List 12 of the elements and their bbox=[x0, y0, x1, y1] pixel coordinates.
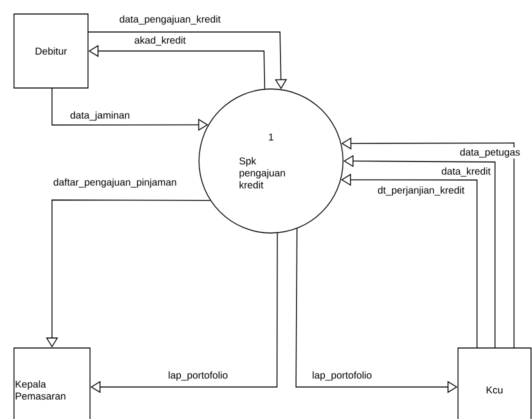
edge-label: lap_portofolio bbox=[311, 370, 373, 382]
edge-label: data_jaminan bbox=[69, 110, 131, 122]
edge-label: data_petugas bbox=[458, 147, 522, 159]
edge-label: data_pengajuan_kredit bbox=[118, 14, 222, 26]
edge-label: data_kredit bbox=[440, 166, 492, 178]
entity-box: Debitur bbox=[14, 14, 88, 88]
entity-box: Kepala Pemasaran bbox=[14, 348, 90, 419]
edge-label: lap_portofolio bbox=[167, 370, 229, 382]
edge-label: daftar_pengajuan_pinjaman bbox=[52, 177, 178, 189]
entity-box: Kcu bbox=[458, 348, 532, 419]
edge-label: dt_perjanjian_kredit bbox=[376, 185, 466, 197]
edge-label: akad_kredit bbox=[133, 35, 187, 47]
